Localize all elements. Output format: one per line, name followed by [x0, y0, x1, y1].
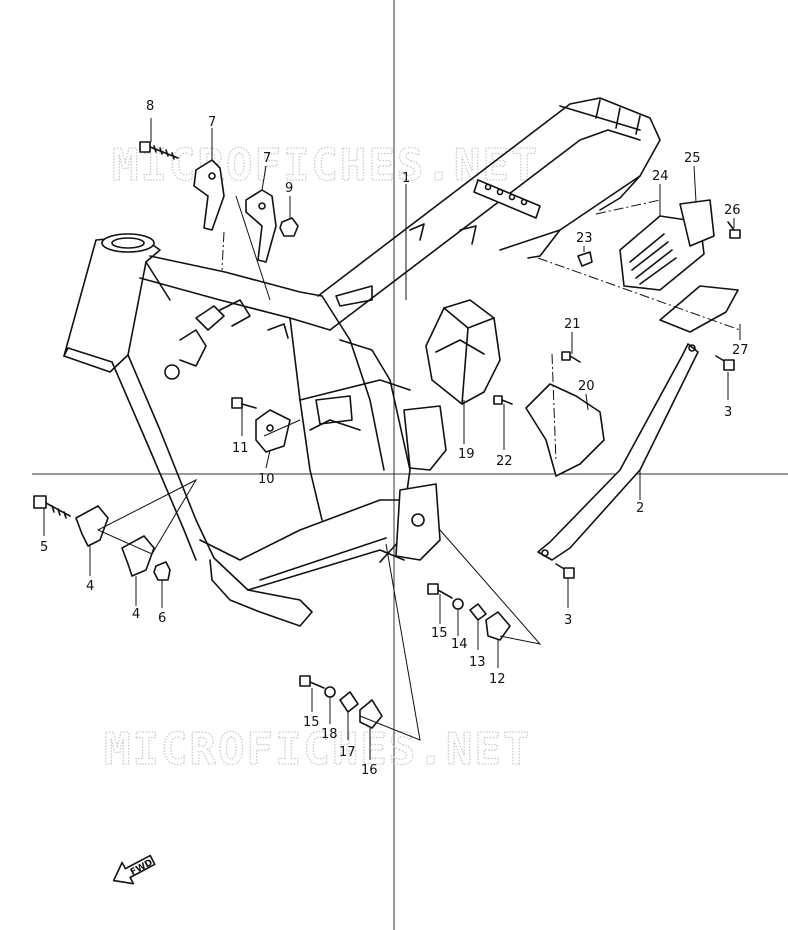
leader-lines — [43, 118, 741, 760]
bolt-22 — [493, 395, 513, 405]
main-frame — [63, 97, 661, 627]
lens-25 — [679, 199, 715, 247]
callout-21: 21 — [564, 317, 581, 332]
callout-23: 23 — [576, 231, 593, 246]
bracket-4a — [75, 505, 109, 547]
screw-26 — [727, 221, 741, 239]
callout-27: 27 — [732, 343, 749, 358]
bolt-3a — [715, 355, 735, 371]
callout-14: 14 — [451, 637, 468, 652]
bracket-10 — [255, 409, 291, 453]
bushing-12 — [485, 611, 511, 641]
callout-11: 11 — [232, 441, 249, 456]
grommet-23 — [577, 251, 593, 267]
callout-5: 5 — [40, 540, 48, 555]
callout-20: 20 — [578, 379, 595, 394]
callout-16: 16 — [361, 763, 378, 778]
callout-22: 22 — [496, 454, 513, 469]
battery-box-19 — [425, 299, 501, 405]
bushing-16 — [359, 699, 383, 729]
callout-15a: 15 — [431, 626, 448, 641]
callout-3b: 3 — [564, 613, 572, 628]
bolt-15b — [299, 675, 325, 689]
bracket-4b — [121, 535, 155, 577]
callout-24: 24 — [652, 169, 669, 184]
bracket-7b — [245, 189, 277, 263]
callout-7b: 7 — [263, 151, 271, 166]
callout-18: 18 — [321, 727, 338, 742]
bracket-7a — [193, 159, 225, 231]
callout-2: 2 — [636, 501, 644, 516]
callout-9: 9 — [285, 181, 293, 196]
rear-stay — [537, 343, 699, 561]
bolt-21 — [561, 351, 581, 363]
callout-8: 8 — [146, 99, 154, 114]
callout-10: 10 — [258, 472, 275, 487]
fwd-arrow: FWD — [112, 854, 156, 885]
washer-18 — [324, 686, 336, 698]
bolt-8 — [139, 141, 179, 160]
watermark-bottom: MICROFICHES.NET — [104, 724, 531, 775]
washer-14 — [452, 598, 464, 610]
callout-26: 26 — [724, 203, 741, 218]
callout-17: 17 — [339, 745, 356, 760]
collar-17 — [339, 691, 359, 713]
dash-guides — [221, 199, 741, 463]
bolt-5 — [33, 495, 71, 519]
callout-1: 1 — [402, 171, 410, 186]
cover-20 — [525, 383, 605, 477]
callout-25: 25 — [684, 151, 701, 166]
collar-13 — [469, 603, 487, 621]
callout-19: 19 — [458, 447, 475, 462]
bolt-15a — [427, 583, 453, 599]
nut-6 — [153, 561, 171, 581]
callout-6: 6 — [158, 611, 166, 626]
callout-13: 13 — [469, 655, 486, 670]
callout-12: 12 — [489, 672, 506, 687]
bolt-3b — [555, 563, 575, 579]
callout-4b: 4 — [132, 607, 140, 622]
callout-4a: 4 — [86, 579, 94, 594]
callout-7a: 7 — [208, 115, 216, 130]
bolt-11 — [231, 397, 257, 409]
watermark-top: MICROFICHES.NET — [112, 140, 539, 191]
mudguard-27 — [659, 285, 739, 333]
callout-3a: 3 — [724, 405, 732, 420]
callout-15b: 15 — [303, 715, 320, 730]
nut-9 — [279, 217, 299, 237]
